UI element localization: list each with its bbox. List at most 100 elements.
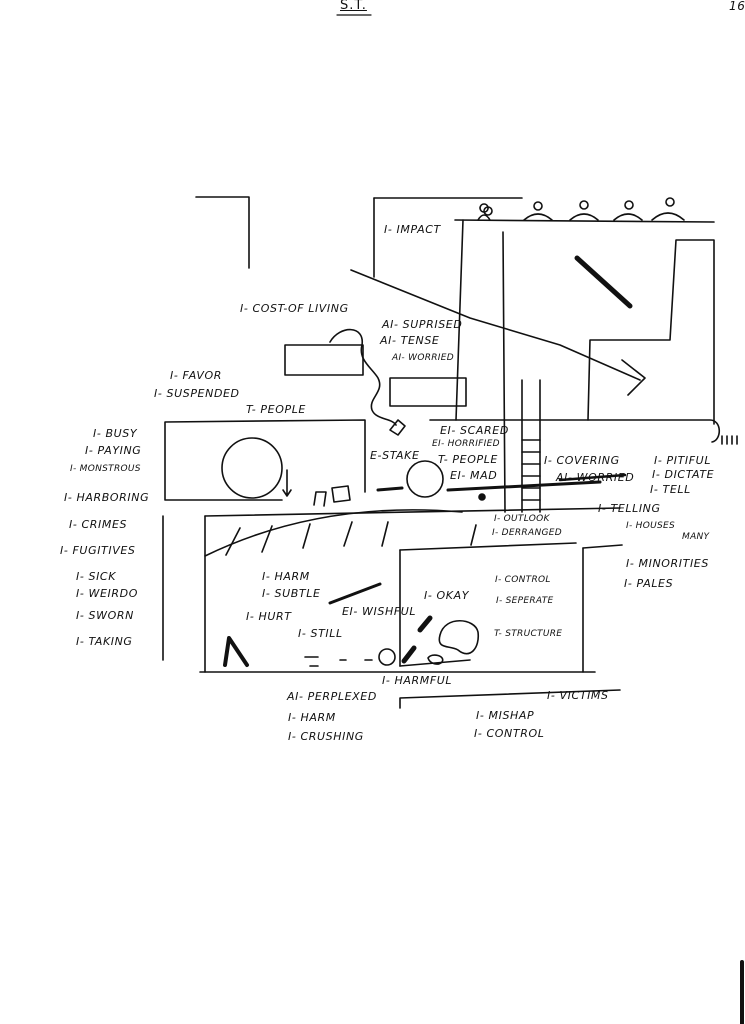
label-seperate: I- SEPERATE <box>496 596 554 606</box>
pin-shape <box>389 419 406 436</box>
bldg-right <box>587 239 715 425</box>
label-busy: I- BUSY <box>93 427 138 440</box>
label-still: I- STILL <box>298 627 343 640</box>
dome-2-top <box>533 201 543 211</box>
small-circle <box>406 460 444 498</box>
frame-top-line <box>204 507 621 517</box>
small-squares <box>313 485 351 507</box>
down-arrow <box>282 469 292 497</box>
bold-v-mark <box>223 636 249 667</box>
big-circle <box>221 437 283 499</box>
dot-mid <box>478 493 486 501</box>
dashes-bottom <box>304 656 373 667</box>
label-suspended: I- SUSPENDED <box>154 387 240 400</box>
dome-1 <box>477 203 491 221</box>
label-dictate: I- DICTATE <box>652 468 715 481</box>
dome-3 <box>569 213 599 221</box>
label-ai-suprised: AI- SUPRISED <box>382 318 463 331</box>
bold-diag-mid <box>328 582 382 605</box>
label-crushing: I- CRUSHING <box>288 730 364 743</box>
page-number: 16 <box>729 0 745 13</box>
bottom-bracket <box>399 689 621 709</box>
label-tell: I- TELL <box>650 483 691 496</box>
label-structure: T- STRUCTURE <box>494 629 563 639</box>
label-ei-scared: EI- SCARED <box>440 424 509 437</box>
label-ei-horrified: EI- HORRIFIED <box>432 439 500 449</box>
label-taking: I- TAKING <box>76 635 133 648</box>
label-control-mid: I- CONTROL <box>495 575 551 585</box>
label-harm-mid: I- HARM <box>262 570 310 583</box>
label-estake: E-STAKE <box>370 449 420 462</box>
label-t-people-top: T- PEOPLE <box>246 403 306 416</box>
label-outlook: I- OUTLOOK <box>494 514 550 524</box>
hatch-marks <box>225 521 477 556</box>
diag-tail <box>621 359 646 396</box>
label-ai-worried-top: AI- WORRIED <box>392 353 454 363</box>
bold-line-1 <box>376 486 404 492</box>
label-many: MANY <box>682 532 710 542</box>
dome-5-top <box>665 197 675 207</box>
label-ai-worried-mid: AI- WORRIED <box>556 471 635 484</box>
top-left-corner <box>195 196 250 269</box>
label-covering: I- COVERING <box>544 454 620 467</box>
label-t-people-mid: T- PEOPLE <box>438 453 498 466</box>
label-favor: I- FAVOR <box>170 369 222 382</box>
dome-5 <box>651 212 685 221</box>
label-ei-mad: EI- MAD <box>450 469 498 482</box>
bold-slash <box>574 255 633 309</box>
long-horizontal <box>429 419 721 443</box>
label-cost-of-living: I- COST-OF LIVING <box>240 302 349 315</box>
label-deranged: I- DERRANGED <box>492 528 562 538</box>
inner-bottom <box>399 659 471 667</box>
label-hurt: I- HURT <box>246 610 292 623</box>
label-impact: I- IMPACT <box>384 223 441 236</box>
circle-bottom <box>378 648 396 666</box>
label-mishap: I- MISHAP <box>476 709 535 722</box>
label-houses: I- HOUSES <box>626 521 676 531</box>
inner-top-line <box>399 542 577 551</box>
ladder-rungs <box>521 439 541 501</box>
rect-mid-left <box>284 344 364 376</box>
left-house-box <box>164 419 366 501</box>
dome-4-top <box>624 200 634 210</box>
bldg-vert-1 <box>455 219 464 421</box>
bold-line-3 <box>558 473 627 482</box>
label-pales: I- PALES <box>624 577 674 590</box>
small-blob <box>427 654 444 665</box>
label-ai-perplexed: AI- PERPLEXED <box>287 690 377 703</box>
label-weirdo: I- WEIRDO <box>76 587 138 600</box>
label-victims: I- VICTIMS <box>547 689 609 702</box>
label-okay: I- OKAY <box>424 589 470 602</box>
label-pitiful: I- PITIFUL <box>654 454 712 467</box>
label-telling: I- TELLING <box>598 502 661 515</box>
blob-shape <box>438 620 480 655</box>
bldg-vert-2 <box>502 231 506 513</box>
label-ai-tense: AI- TENSE <box>380 334 440 347</box>
bold-dash-1 <box>417 615 433 633</box>
dome-3-top <box>579 200 589 210</box>
bold-line-2 <box>446 480 602 492</box>
dome-2 <box>523 213 553 221</box>
label-harm-bottom: I- HARM <box>288 711 336 724</box>
right-step <box>582 544 623 549</box>
label-harboring: I- HARBORING <box>64 491 150 504</box>
label-control-bottom: I- CONTROL <box>474 727 545 740</box>
tick-marks <box>721 435 738 445</box>
dome-4 <box>613 213 643 221</box>
dome-1-top <box>483 206 493 216</box>
label-sick: I- SICK <box>76 570 117 583</box>
bold-dash-2 <box>401 645 417 664</box>
label-sworn: I- SWORN <box>76 609 134 622</box>
label-subtle: I- SUBTLE <box>262 587 321 600</box>
roof-line <box>454 219 715 223</box>
label-ei-wishful: EI- WISHFUL <box>342 605 417 618</box>
wiggly-line <box>329 328 397 426</box>
diagonal-line <box>350 269 641 381</box>
label-minorities: I- MINORITIES <box>626 557 709 570</box>
label-harmful: I- HARMFUL <box>382 674 453 687</box>
label-monstrous: I- MONSTROUS <box>70 464 141 474</box>
label-paying: I- PAYING <box>85 444 142 457</box>
label-fugitives: I- FUGITIVES <box>60 544 136 557</box>
